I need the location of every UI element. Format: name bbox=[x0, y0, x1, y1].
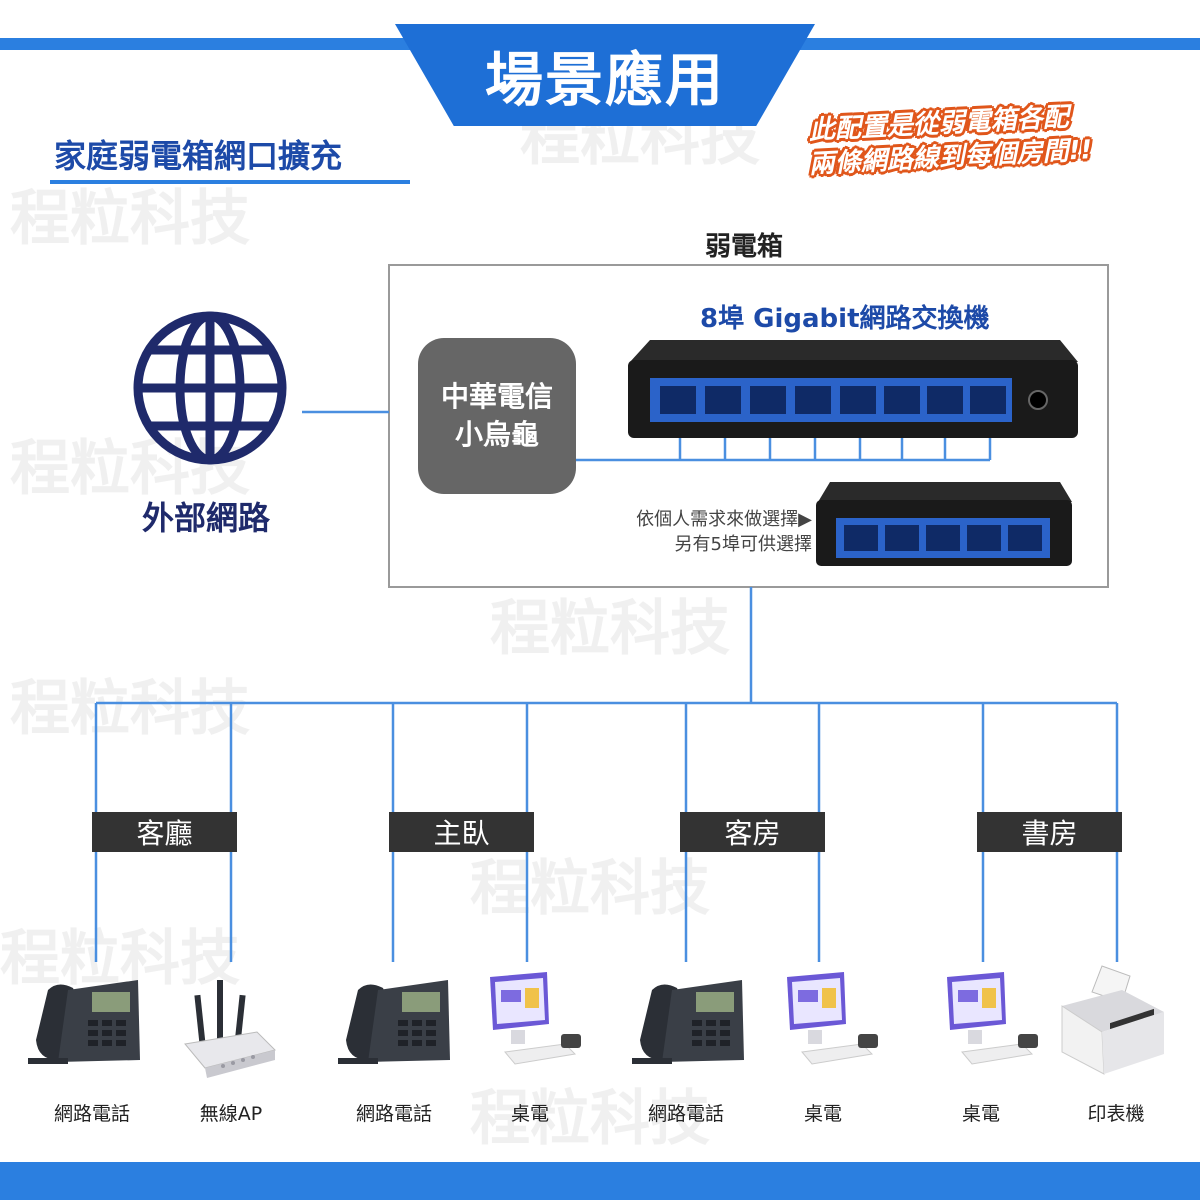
device-label: 桌電 bbox=[510, 1103, 549, 1125]
modem-box: 中華電信 小烏龜 bbox=[418, 338, 576, 494]
device-label: 網路電話 bbox=[53, 1103, 130, 1125]
device-label: 無線AP bbox=[199, 1103, 263, 1125]
room-label-study: 書房 bbox=[977, 812, 1122, 852]
switch-8-port-label: 8埠 Gigabit網路交換機 bbox=[700, 304, 990, 334]
ip-phone-icon bbox=[632, 980, 744, 1064]
room-label-living: 客廳 bbox=[92, 812, 237, 852]
option-note-line1: 依個人需求來做選擇▶ bbox=[636, 509, 812, 530]
watermark: 程粒科技 bbox=[470, 854, 710, 924]
room-label-guest-room: 客房 bbox=[680, 812, 825, 852]
globe-icon bbox=[133, 311, 287, 465]
desktop-icon bbox=[787, 972, 878, 1065]
bottom-bar bbox=[0, 1162, 1200, 1200]
watermark: 程粒科技 bbox=[0, 924, 240, 994]
external-network-label: 外部網路 bbox=[142, 499, 271, 537]
title-banner bbox=[395, 24, 815, 126]
device-label: 網路電話 bbox=[647, 1103, 724, 1125]
watermark: 程粒科技 bbox=[10, 184, 250, 254]
device-label: 桌電 bbox=[803, 1103, 842, 1125]
room-drops bbox=[94, 703, 1119, 962]
watermark: 程粒科技 bbox=[10, 674, 250, 744]
modem-label-line2: 小烏龜 bbox=[454, 418, 539, 451]
switch-5-port-icon bbox=[816, 482, 1072, 566]
device-label: 網路電話 bbox=[355, 1103, 432, 1125]
scenario-subtitle: 家庭弱電箱網口擴充 bbox=[50, 128, 410, 184]
cabinet-box bbox=[388, 264, 1109, 588]
switch-8-port-icon bbox=[628, 340, 1078, 438]
option-note: 依個人需求來做選擇▶ 另有5埠可供選擇 bbox=[560, 507, 812, 557]
ip-phone-icon bbox=[338, 980, 450, 1064]
modem-label-line1: 中華電信 bbox=[440, 380, 553, 413]
option-note-line2: 另有5埠可供選擇 bbox=[674, 534, 812, 555]
ip-phone-icon bbox=[28, 980, 140, 1064]
desktop-icon bbox=[490, 972, 581, 1065]
room-label-master-bedroom: 主臥 bbox=[389, 812, 534, 852]
watermark: 程粒科技 bbox=[490, 594, 730, 664]
device-label: 印表機 bbox=[1087, 1103, 1145, 1125]
watermark: 程粒科技 bbox=[470, 1084, 710, 1154]
page-title: 場景應用 bbox=[484, 46, 725, 114]
device-label: 桌電 bbox=[961, 1103, 1000, 1125]
printer-icon bbox=[1061, 965, 1164, 1075]
cabinet-label: 弱電箱 bbox=[705, 232, 784, 262]
desktop-icon bbox=[947, 972, 1038, 1065]
wireless-ap-icon bbox=[184, 980, 276, 1078]
